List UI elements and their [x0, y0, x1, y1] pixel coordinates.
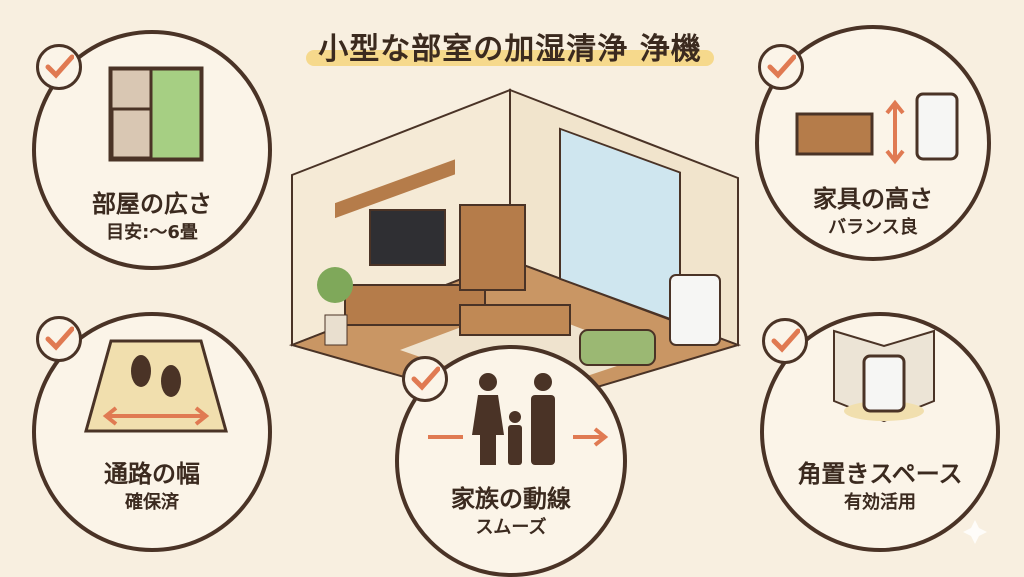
- card-label: 通路の幅: [104, 460, 200, 488]
- check-icon: [36, 44, 82, 90]
- card-sub: バランス良: [828, 217, 918, 238]
- footprints-icon: [84, 339, 228, 433]
- card-sub: 確保済: [125, 492, 179, 513]
- card-label: 角置きスペース: [797, 460, 963, 488]
- family-icon: [428, 373, 609, 465]
- card-label: 部屋の広さ: [92, 190, 212, 218]
- check-icon: [402, 356, 448, 402]
- furniture-height-icon: [795, 92, 959, 165]
- floor-plan-icon: [108, 66, 204, 162]
- check-icon: [36, 316, 82, 362]
- card-sub: スムーズ: [475, 517, 547, 538]
- card-label: 家族の動線: [451, 485, 571, 513]
- card-label: 家具の高さ: [813, 185, 933, 213]
- check-icon: [758, 44, 804, 90]
- check-icon: [762, 318, 808, 364]
- card-furniture-height: 家具の高さ バランス良: [755, 25, 991, 261]
- page-title: 小型な部室の加湿清浄 浄機: [300, 24, 720, 68]
- card-sub: 有効活用: [844, 492, 916, 513]
- card-sub: 目安:～6畳: [106, 222, 198, 243]
- corner-purifier-icon: [833, 329, 935, 423]
